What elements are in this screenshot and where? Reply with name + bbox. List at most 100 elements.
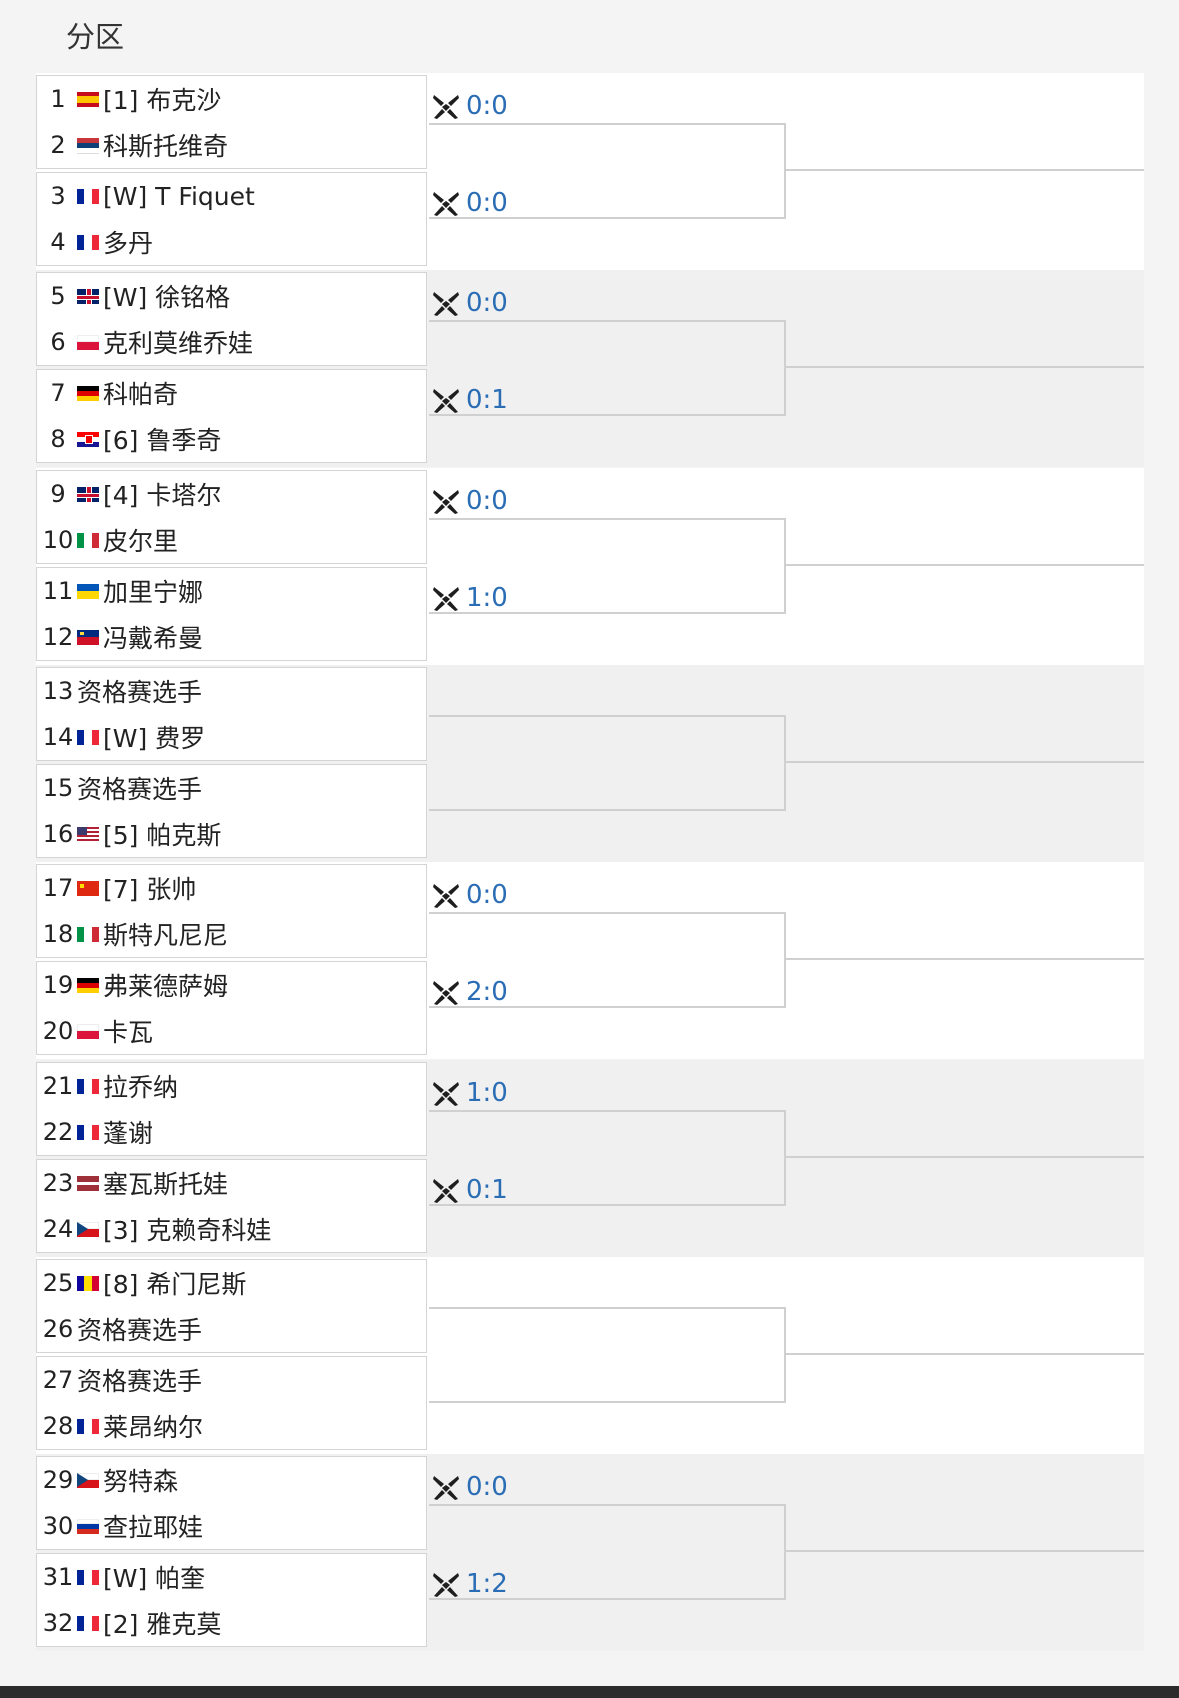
head-to-head-score[interactable]: 0:0 [432,1469,508,1505]
country-flag-icon [77,629,99,645]
player-name: [7] 张帅 [103,875,197,904]
head-to-head-score[interactable]: 2:0 [432,974,508,1010]
head-to-head-score[interactable]: 0:1 [432,1172,508,1208]
country-flag-icon [77,926,99,942]
head-to-head-score[interactable]: 0:1 [432,382,508,418]
player-name: 加里宁娜 [103,578,204,607]
player-row[interactable]: 1[1] 布克沙 [37,77,428,121]
player-row[interactable]: 16[5] 帕克斯 [37,812,428,856]
player-row[interactable]: 5[W] 徐铭格 [37,274,428,318]
head-to-head-score[interactable]: 0:0 [432,88,508,124]
player-name: 冯戴希曼 [103,624,204,653]
bracket-line [786,169,1144,171]
bracket-connector [429,518,786,614]
country-flag-icon [77,729,99,745]
head-to-head-score[interactable]: 1:0 [432,1075,508,1111]
country-flag-icon [77,91,99,107]
seed-number: 15 [42,774,74,802]
player-row[interactable]: 8[6] 鲁季奇 [37,417,428,461]
seed-number: 18 [42,920,74,948]
country-flag-icon [77,1221,99,1237]
player-row[interactable]: 20 卡瓦 [37,1009,428,1053]
head-to-head-score[interactable]: 0:0 [432,185,508,221]
player-row[interactable]: 9[4] 卡塔尔 [37,472,428,516]
country-flag-icon [77,1472,99,1488]
player-row[interactable]: 12 冯戴希曼 [37,615,428,659]
tennis-racket-icon [432,881,460,909]
country-flag-icon [77,188,99,204]
score-text: 0:0 [466,91,508,121]
head-to-head-score[interactable]: 0:0 [432,483,508,519]
country-flag-icon [77,1124,99,1140]
bracket-connector [429,1504,786,1600]
player-row[interactable]: 31[W] 帕奎 [37,1555,428,1599]
seed-number: 7 [50,379,66,407]
player-name: 莱昂纳尔 [103,1413,204,1442]
country-flag-icon [77,385,99,401]
player-name: [W] 帕奎 [103,1564,206,1593]
player-row[interactable]: 25[8] 希门尼斯 [37,1261,428,1305]
seed-number: 30 [42,1512,74,1540]
player-name: 科帕奇 [103,380,179,409]
bracket-connector [429,715,786,811]
player-row[interactable]: 17 [7] 张帅 [37,866,428,910]
player-row[interactable]: 24[3] 克赖奇科娃 [37,1207,428,1251]
player-name: 卡瓦 [103,1018,154,1047]
country-flag-icon [77,826,99,842]
seed-number: 17 [42,874,74,902]
country-flag-icon [77,1023,99,1039]
player-row[interactable]: 32[2] 雅克莫 [37,1601,428,1645]
seed-number: 2 [50,131,66,159]
head-to-head-score[interactable]: 0:0 [432,285,508,321]
head-to-head-score[interactable]: 0:0 [432,877,508,913]
player-name: 资格赛选手 [77,1316,203,1345]
seed-number: 20 [42,1017,74,1045]
player-row[interactable]: 3[W] T Fiquet [37,174,428,218]
player-row[interactable]: 7 科帕奇 [37,371,428,415]
player-name: [W] T Fiquet [103,181,255,211]
head-to-head-score[interactable]: 1:2 [432,1566,508,1602]
bracket-line [786,958,1144,960]
seed-number: 12 [42,623,74,651]
player-name: 皮尔里 [103,527,179,556]
seed-number: 29 [42,1466,74,1494]
head-to-head-score[interactable]: 1:0 [432,580,508,616]
country-flag-icon [77,532,99,548]
match-card[interactable]: 7 科帕奇 8[6] 鲁季奇 [36,369,427,463]
player-row[interactable]: 14[W] 费罗 [37,715,428,759]
player-name: 多丹 [103,229,154,258]
